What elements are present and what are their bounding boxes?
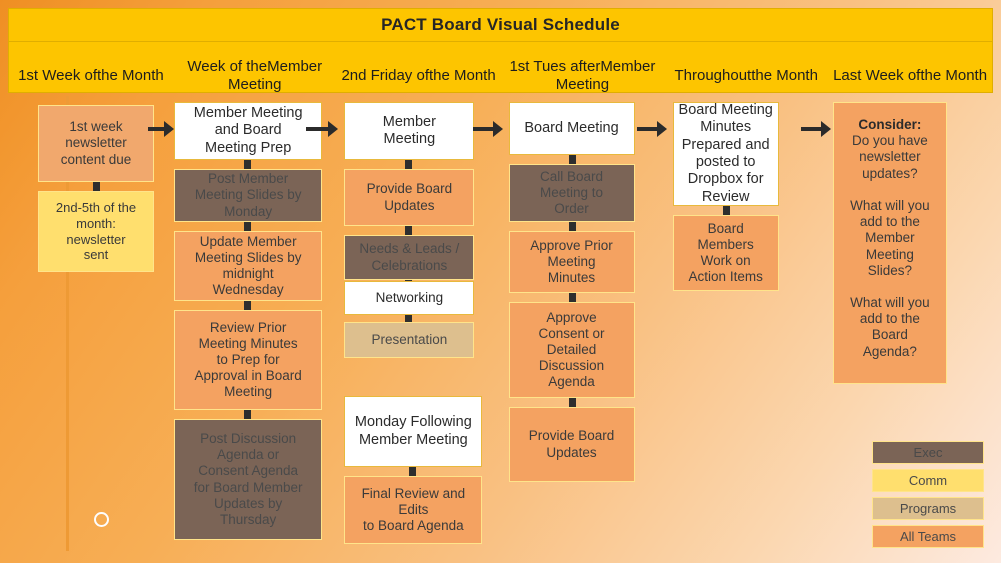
column-header-0: 1st Week ofthe Month (18, 67, 164, 84)
connector (93, 182, 100, 191)
timeline-marker-icon (94, 512, 109, 527)
milestone-box[interactable]: Networking (344, 281, 475, 315)
connector (405, 315, 413, 324)
legend-item-programs[interactable]: Programs (872, 497, 984, 520)
connector (244, 410, 252, 419)
connector (568, 293, 576, 302)
flow-arrow-icon (800, 120, 831, 138)
column-header-bar: 1st Week ofthe Month Week of theMember M… (8, 42, 993, 93)
column-header-4: Throughoutthe Month (674, 67, 818, 84)
legend-item-exec[interactable]: Exec (872, 441, 984, 464)
legend-item-all-teams[interactable]: All Teams (872, 525, 984, 548)
timeline-vertical-line (66, 96, 69, 551)
connector (244, 301, 252, 310)
column-header-2: 2nd Friday ofthe Month (341, 67, 496, 84)
milestone-box[interactable]: Board Meeting (508, 102, 635, 155)
column-header-3: 1st Tues afterMember Meeting (509, 57, 656, 94)
legend-item-comm[interactable]: Comm (872, 469, 984, 492)
connector (568, 398, 576, 407)
flow-arrow-icon (306, 120, 339, 138)
column-header-5: Last Week ofthe Month (833, 67, 988, 84)
column-header-1: Week of theMember Meeting (187, 57, 323, 94)
connector (244, 222, 252, 231)
flow-arrow-icon (636, 120, 667, 138)
flow-arrow-icon (148, 120, 175, 138)
task-box[interactable]: Needs & Leads /Celebrations (344, 235, 475, 280)
header: PACT Board Visual Schedule 1st Week ofth… (8, 8, 993, 93)
task-box[interactable]: Presentation (344, 322, 475, 358)
connector (409, 467, 417, 476)
page-title: PACT Board Visual Schedule (8, 8, 993, 42)
legend: Exec Comm Programs All Teams (872, 441, 984, 553)
flow-arrow-icon (472, 120, 503, 138)
connector (405, 226, 413, 235)
connector (568, 155, 576, 164)
connector (244, 160, 252, 169)
connector (722, 206, 730, 215)
connector (568, 222, 576, 231)
connector (405, 160, 413, 169)
